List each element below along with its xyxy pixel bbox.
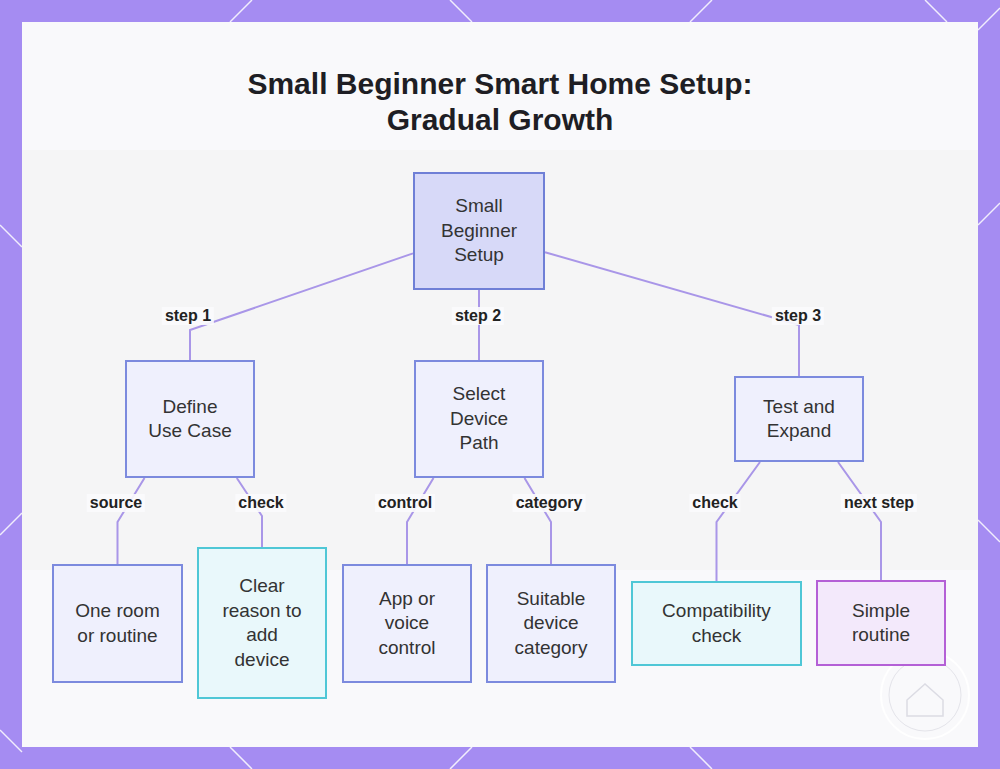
- box-text: Select Device Path: [434, 382, 524, 456]
- box-text-group: Small Beginner Setup: [429, 194, 529, 268]
- process-box: Select Device Path: [414, 360, 544, 478]
- box-text-group: Simple routine: [836, 599, 926, 648]
- connector-line: [525, 478, 552, 564]
- box-text: Clear reason to add device: [220, 574, 305, 672]
- process-box: Simple routine: [816, 580, 946, 666]
- box-text: Suitable device category: [506, 587, 596, 661]
- connector-line: [838, 462, 881, 580]
- process-box: App or voice control: [342, 564, 472, 683]
- connector-line: [717, 462, 761, 581]
- box-text-group: Select Device Path: [434, 382, 524, 456]
- box-text-group: Clear reason to add device: [220, 574, 305, 672]
- box-text-group: One room or routine: [68, 599, 168, 648]
- box-text: One room or routine: [68, 599, 168, 648]
- connector-line: [545, 252, 799, 376]
- box-text: App or voice control: [362, 587, 452, 661]
- process-box: Small Beginner Setup: [413, 172, 545, 290]
- box-text: Test and Expand: [749, 395, 849, 444]
- process-box: Compatibility check: [631, 581, 802, 666]
- process-box: Test and Expand: [734, 376, 864, 462]
- connector-line: [118, 478, 145, 564]
- diagram-title: Small Beginner Smart Home Setup: Gradual…: [200, 66, 800, 138]
- box-text-group: Define Use Case: [145, 395, 235, 444]
- process-box: Clear reason to add device: [197, 547, 327, 699]
- box-text: Simple routine: [836, 599, 926, 648]
- box-text-group: Suitable device category: [506, 587, 596, 661]
- edge-label: step 1: [162, 307, 214, 325]
- box-text-group: App or voice control: [362, 587, 452, 661]
- edge-label: check: [235, 494, 286, 512]
- title-text: Small Beginner Smart Home Setup: Gradual…: [220, 66, 780, 138]
- box-text: Compatibility check: [652, 599, 782, 648]
- edge-label: control: [375, 494, 435, 512]
- box-text-group: Compatibility check: [652, 599, 782, 648]
- edge-label: next step: [841, 494, 917, 512]
- box-text-group: Test and Expand: [749, 395, 849, 444]
- process-box: Define Use Case: [125, 360, 255, 478]
- connector-line: [478, 290, 480, 360]
- edge-label: check: [689, 494, 740, 512]
- connector-line: [407, 478, 434, 564]
- box-text: Define Use Case: [145, 395, 235, 444]
- connector-line: [190, 253, 413, 360]
- edge-label: category: [513, 494, 586, 512]
- edge-label: step 3: [772, 307, 824, 325]
- connector-line: [237, 478, 262, 547]
- edge-label: step 2: [452, 307, 504, 325]
- process-box: Suitable device category: [486, 564, 616, 683]
- process-box: One room or routine: [52, 564, 183, 683]
- panel: [22, 22, 978, 747]
- edge-label: source: [87, 494, 145, 512]
- box-text: Small Beginner Setup: [429, 194, 529, 268]
- blurred-photo: [22, 150, 978, 570]
